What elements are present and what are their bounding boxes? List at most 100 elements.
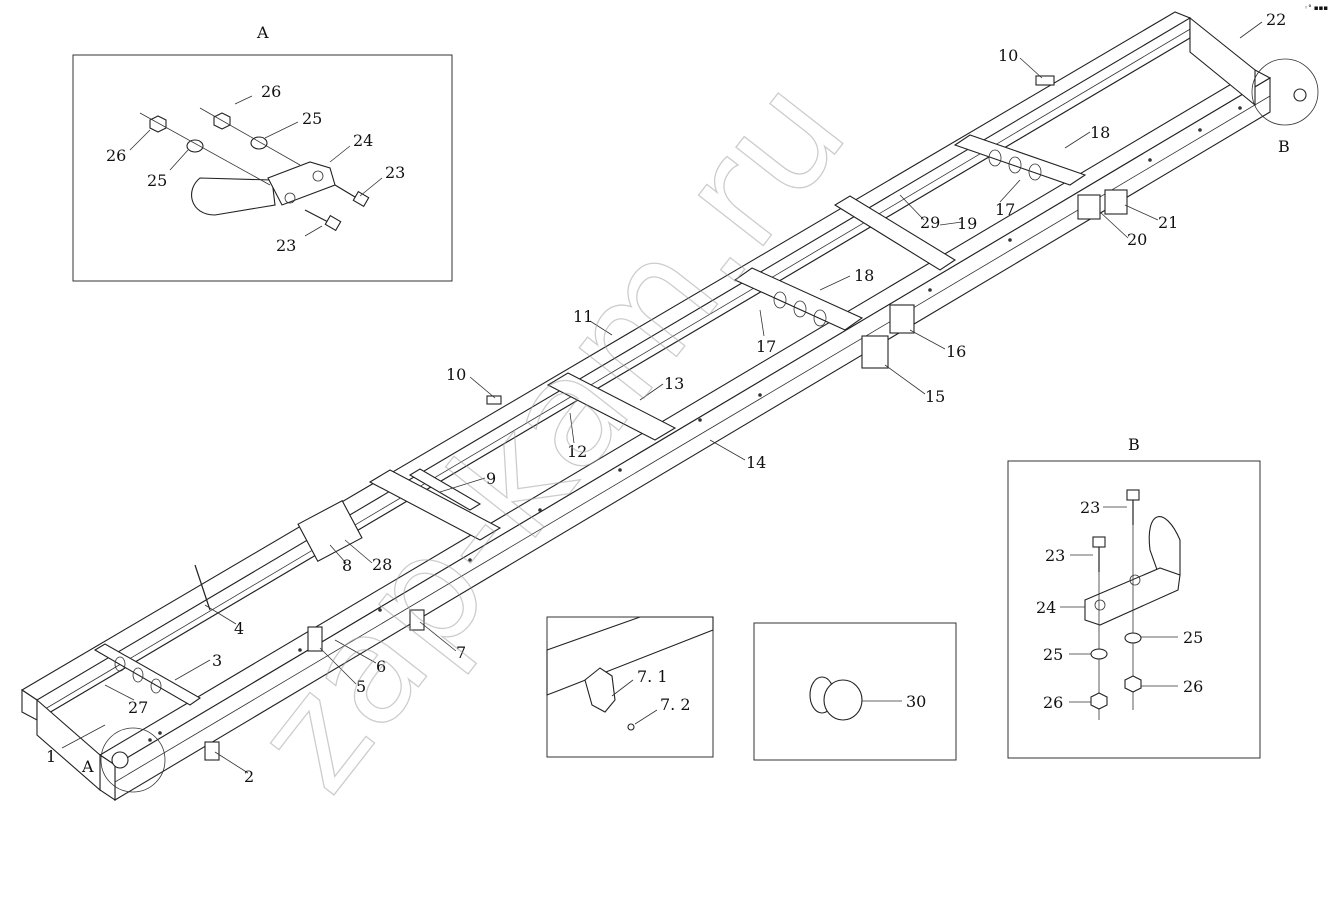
- callout-12: 12: [567, 442, 587, 461]
- bracket-5: [307, 626, 323, 652]
- watermark: zap-kam.ru: [221, 47, 881, 823]
- callout-labels: 1 2 3 4 5 6 7 8 9 10 10 11 12 13 14 15 1…: [46, 10, 1290, 786]
- nut-26-left-a: [149, 115, 167, 133]
- detail-mark-b: B: [1278, 137, 1290, 156]
- inset-a-label-24: 24: [353, 131, 373, 150]
- callout-8: 8: [342, 556, 352, 575]
- inset-bracket-7: 7. 1 7. 2: [546, 616, 714, 758]
- inset-a-label-23-upper: 23: [385, 163, 405, 182]
- bolt-23-lower-b: [1092, 536, 1106, 548]
- inset-7-label-7-1: 7. 1: [637, 667, 668, 686]
- detail-mark-a: A: [81, 757, 94, 776]
- callout-19: 19: [957, 214, 977, 233]
- bracket-4: [194, 564, 211, 611]
- bracket-21: [1104, 189, 1128, 215]
- callout-1: 1: [46, 747, 56, 766]
- crossmember-3: [93, 643, 202, 706]
- inset-7-rail: [546, 616, 714, 696]
- callout-4: 4: [234, 619, 244, 638]
- rear-crossmember: [1189, 16, 1256, 107]
- inset-a-label-23-lower: 23: [276, 236, 296, 255]
- callout-27: 27: [128, 698, 148, 717]
- bolt-7-2: [627, 723, 635, 731]
- callout-9: 9: [486, 469, 496, 488]
- inset-a-label-25-left: 25: [147, 171, 167, 190]
- bracket-15: [861, 335, 889, 369]
- callout-15: 15: [925, 387, 945, 406]
- callout-10-rear: 10: [998, 46, 1018, 65]
- inset-a-label-26-left: 26: [106, 146, 126, 165]
- crossmember-9: [368, 468, 502, 541]
- inset-b-frame: [1007, 460, 1261, 759]
- callout-3: 3: [212, 651, 222, 670]
- front-crossmember: [36, 698, 101, 792]
- bracket-10-front: [486, 395, 502, 405]
- callout-17-front: 17: [756, 337, 776, 356]
- corner-mark: ◦° ▪▪▪: [1304, 4, 1328, 12]
- bracket-7-1: [584, 667, 616, 713]
- bolt-23-upper-b: [1126, 489, 1140, 501]
- hook-b: [1148, 516, 1181, 579]
- bracket-16: [889, 304, 915, 334]
- watermark-text: zap-kam.ru: [221, 48, 879, 822]
- inset-a-title: A: [256, 23, 269, 42]
- inset-30-label: 30: [906, 692, 926, 711]
- washer-25-left-b: [1090, 648, 1108, 660]
- bracket-20: [1077, 194, 1101, 220]
- inset-b-label-26-right: 26: [1183, 677, 1203, 696]
- inset-a-label-26-right: 26: [261, 82, 281, 101]
- callout-14: 14: [746, 453, 766, 472]
- inset-b-label-25-left: 25: [1043, 645, 1063, 664]
- inset-b-label-25-right: 25: [1183, 628, 1203, 647]
- inset-b-title: B: [1128, 435, 1140, 454]
- callout-29: 29: [920, 213, 940, 232]
- detail-circle-a: [100, 727, 166, 793]
- hook-a: [191, 177, 276, 216]
- nut-26-left-b: [1090, 692, 1108, 710]
- callout-13: 13: [664, 374, 684, 393]
- cap-30-dome: [823, 679, 863, 721]
- inset-a-frame: [72, 54, 453, 282]
- inset-30-frame: [753, 622, 957, 761]
- inset-cap-30: 30: [753, 622, 957, 761]
- callout-7: 7: [456, 643, 466, 662]
- detail-circle-b: [1251, 58, 1319, 126]
- callout-18-front: 18: [854, 266, 874, 285]
- callout-6: 6: [376, 657, 386, 676]
- bracket-2: [204, 741, 220, 761]
- inset-b-label-23-lower: 23: [1045, 546, 1065, 565]
- callout-10-front: 10: [446, 365, 466, 384]
- callout-20: 20: [1127, 230, 1147, 249]
- chassis-frame: [20, 11, 1319, 802]
- bracket-7: [409, 609, 425, 631]
- callout-17-rear: 17: [995, 200, 1015, 219]
- inset-b-label-23-upper: 23: [1080, 498, 1100, 517]
- crossmember-19: [833, 195, 957, 271]
- callout-16: 16: [946, 342, 966, 361]
- inset-b-label-24: 24: [1036, 598, 1056, 617]
- nut-26-right-b: [1124, 675, 1142, 693]
- callout-28: 28: [372, 555, 392, 574]
- leader-lines: [61, 21, 1263, 774]
- callout-21: 21: [1158, 213, 1178, 232]
- hook-plate-24-a: [267, 161, 336, 206]
- callout-2: 2: [244, 767, 254, 786]
- callout-5: 5: [356, 677, 366, 696]
- rivet-holes: [148, 106, 1242, 742]
- inset-b: B 23 23 24 25 25 26 26: [1007, 435, 1261, 759]
- washer-25-right-a: [250, 136, 268, 150]
- inset-b-label-26-left: 26: [1043, 693, 1063, 712]
- front-tow-hook: [111, 751, 129, 769]
- crossmember-18-front: [733, 267, 864, 331]
- bracket-8: [297, 499, 363, 563]
- callout-11: 11: [573, 307, 593, 326]
- hook-plate-24-b: [1084, 567, 1181, 626]
- bracket-10-rear: [1035, 75, 1055, 86]
- inset-a-label-25-right: 25: [302, 109, 322, 128]
- washer-25-left-a: [186, 139, 204, 153]
- rear-tow-hook: [1293, 88, 1307, 102]
- callout-22: 22: [1266, 10, 1286, 29]
- inset-a: A 26 26 25 25 24 23 23: [72, 23, 453, 282]
